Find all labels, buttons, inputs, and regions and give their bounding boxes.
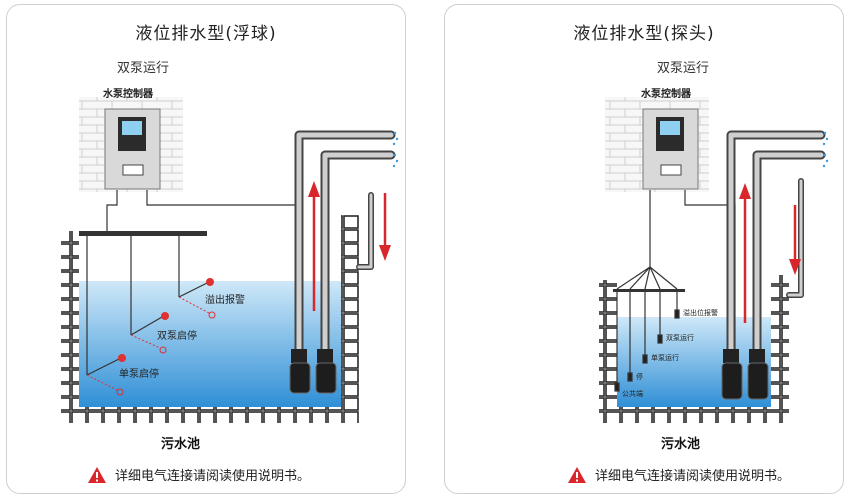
discharge-pipe	[294, 130, 396, 360]
float-label-overflow: 溢出报警	[205, 295, 245, 306]
probe-bracket	[616, 266, 678, 290]
probe-label-stop: 停	[636, 373, 643, 381]
pump-icon	[721, 349, 743, 400]
warning-note: 详细电气连接请阅读使用说明书。	[567, 465, 790, 484]
arrow-down-icon	[789, 205, 801, 275]
controller-label: 水泵控制器	[641, 89, 691, 100]
float-switch-icon	[86, 354, 126, 396]
pool-label: 污水池	[661, 437, 701, 452]
probe-label-single: 单泵运行	[651, 354, 679, 362]
pit-wall	[61, 215, 359, 423]
panel-probe-type: 液位排水型(探头) 双泵运行 水泵控制器 溢出位报警 双泵运行 单泵运行 停 公…	[444, 4, 844, 494]
pump-controller	[642, 108, 699, 190]
subtitle: 双泵运行	[117, 61, 170, 76]
subtitle: 双泵运行	[657, 61, 710, 76]
float-label-dual: 双泵启停	[157, 331, 197, 342]
pool-label: 污水池	[161, 437, 201, 452]
warning-text: 详细电气连接请阅读使用说明书。	[595, 469, 791, 484]
float-switch-icon	[130, 312, 169, 354]
probe-label-common: 公共端	[622, 390, 643, 398]
float-diagram	[61, 97, 399, 423]
warning-icon	[88, 466, 106, 483]
controller-label: 水泵控制器	[103, 89, 153, 100]
warning-icon	[568, 466, 586, 483]
float-bracket	[79, 231, 207, 236]
float-label-single: 单泵启停	[119, 369, 159, 380]
float-switch-icon	[178, 278, 216, 319]
pump-icon	[315, 349, 337, 394]
arrow-down-icon	[379, 193, 391, 261]
arrow-up-icon	[308, 181, 320, 311]
probe-icon	[614, 292, 680, 392]
warning-text: 详细电气连接请阅读使用说明书。	[115, 469, 311, 484]
panel-float-type: 液位排水型(浮球) 双泵运行 水泵控制器 溢出报警 双泵启停 单泵启停 污水池 …	[6, 4, 406, 494]
probe-label-overflow: 溢出位报警	[683, 309, 718, 317]
title: 液位排水型(探头)	[573, 24, 715, 44]
pump-icon	[747, 349, 769, 400]
discharge-pipe	[726, 130, 826, 360]
pump-controller	[104, 108, 161, 190]
pump-icon	[289, 349, 311, 394]
pit-wall	[599, 275, 789, 423]
warning-note: 详细电气连接请阅读使用说明书。	[87, 465, 310, 484]
title: 液位排水型(浮球)	[135, 24, 277, 44]
probe-diagram	[599, 97, 829, 423]
probe-label-dual: 双泵运行	[666, 334, 694, 342]
arrow-up-icon	[739, 183, 751, 323]
